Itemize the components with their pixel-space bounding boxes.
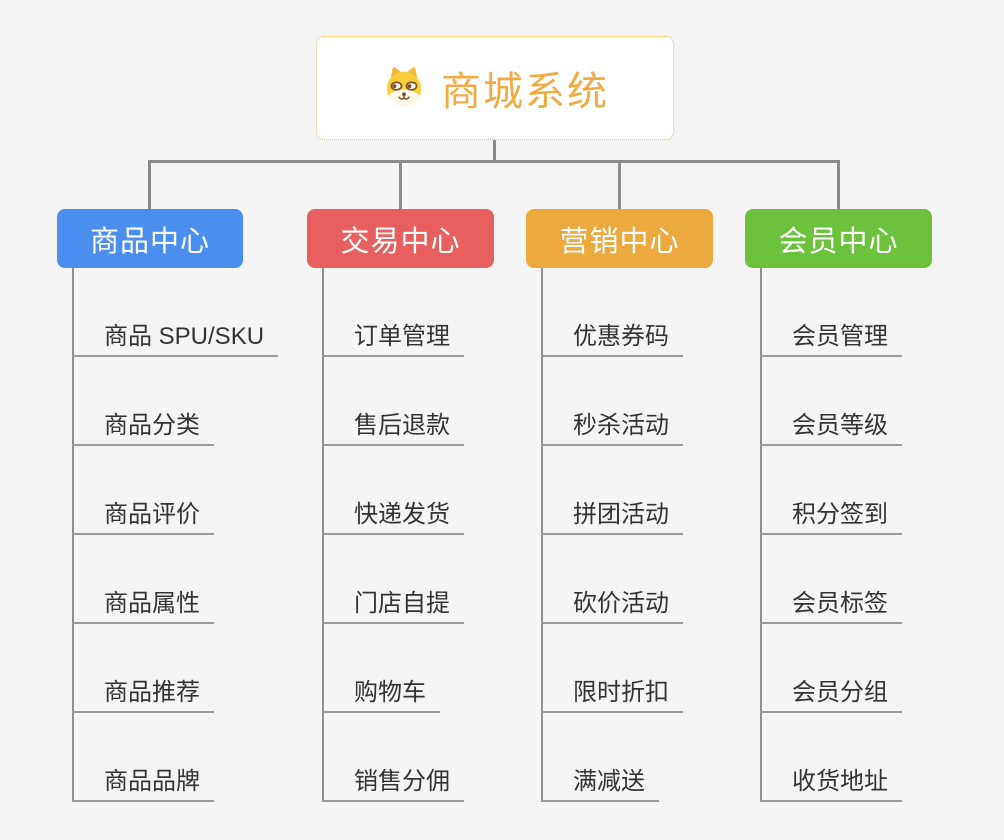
leaf-node[interactable]: 收货地址 <box>760 768 902 802</box>
leaf-node[interactable]: 优惠券码 <box>541 323 683 357</box>
leaf-node[interactable]: 商品分类 <box>72 412 214 446</box>
leaf-node[interactable]: 会员标签 <box>760 590 902 624</box>
root-node[interactable]: 商城系统 <box>316 36 674 140</box>
root-node-title: 商城系统 <box>441 70 609 114</box>
leaf-node[interactable]: 会员管理 <box>760 323 902 357</box>
branch-node-member-center[interactable]: 会员中心 <box>745 209 932 268</box>
connector-drop-branch-3 <box>837 160 840 209</box>
connector-drop-branch-2 <box>618 160 621 209</box>
connector-root-drop <box>493 140 496 163</box>
leaf-node[interactable]: 商品 SPU/SKU <box>72 323 279 357</box>
leaf-node[interactable]: 砍价活动 <box>541 590 683 624</box>
leaf-node[interactable]: 商品属性 <box>72 590 214 624</box>
leaf-node[interactable]: 满减送 <box>541 768 659 802</box>
leaf-node[interactable]: 商品推荐 <box>72 679 214 713</box>
leaf-node[interactable]: 购物车 <box>322 679 440 713</box>
leaf-node[interactable]: 会员分组 <box>760 679 902 713</box>
leaf-node[interactable]: 门店自提 <box>322 590 464 624</box>
connector-spine-branch-2 <box>541 268 543 802</box>
branch-node-marketing-center[interactable]: 营销中心 <box>526 209 713 268</box>
branch-node-trade-center[interactable]: 交易中心 <box>307 209 494 268</box>
leaf-node[interactable]: 积分签到 <box>760 501 902 535</box>
leaf-node[interactable]: 销售分佣 <box>322 768 464 802</box>
connector-spine-branch-1 <box>322 268 324 802</box>
leaf-node[interactable]: 商品评价 <box>72 501 214 535</box>
leaf-node[interactable]: 秒杀活动 <box>541 412 683 446</box>
branch-node-product-center[interactable]: 商品中心 <box>57 209 243 268</box>
leaf-node[interactable]: 订单管理 <box>322 323 464 357</box>
connector-drop-branch-0 <box>148 160 151 209</box>
leaf-node[interactable]: 会员等级 <box>760 412 902 446</box>
connector-spine-branch-0 <box>72 268 74 802</box>
leaf-node[interactable]: 商品品牌 <box>72 768 214 802</box>
connector-bus <box>148 160 840 163</box>
leaf-node[interactable]: 售后退款 <box>322 412 464 446</box>
connector-spine-branch-3 <box>760 268 762 802</box>
leaf-node[interactable]: 快递发货 <box>322 501 464 535</box>
leaf-node[interactable]: 限时折扣 <box>541 679 683 713</box>
dog-face-icon <box>381 64 427 113</box>
connector-drop-branch-1 <box>399 160 402 209</box>
leaf-node[interactable]: 拼团活动 <box>541 501 683 535</box>
